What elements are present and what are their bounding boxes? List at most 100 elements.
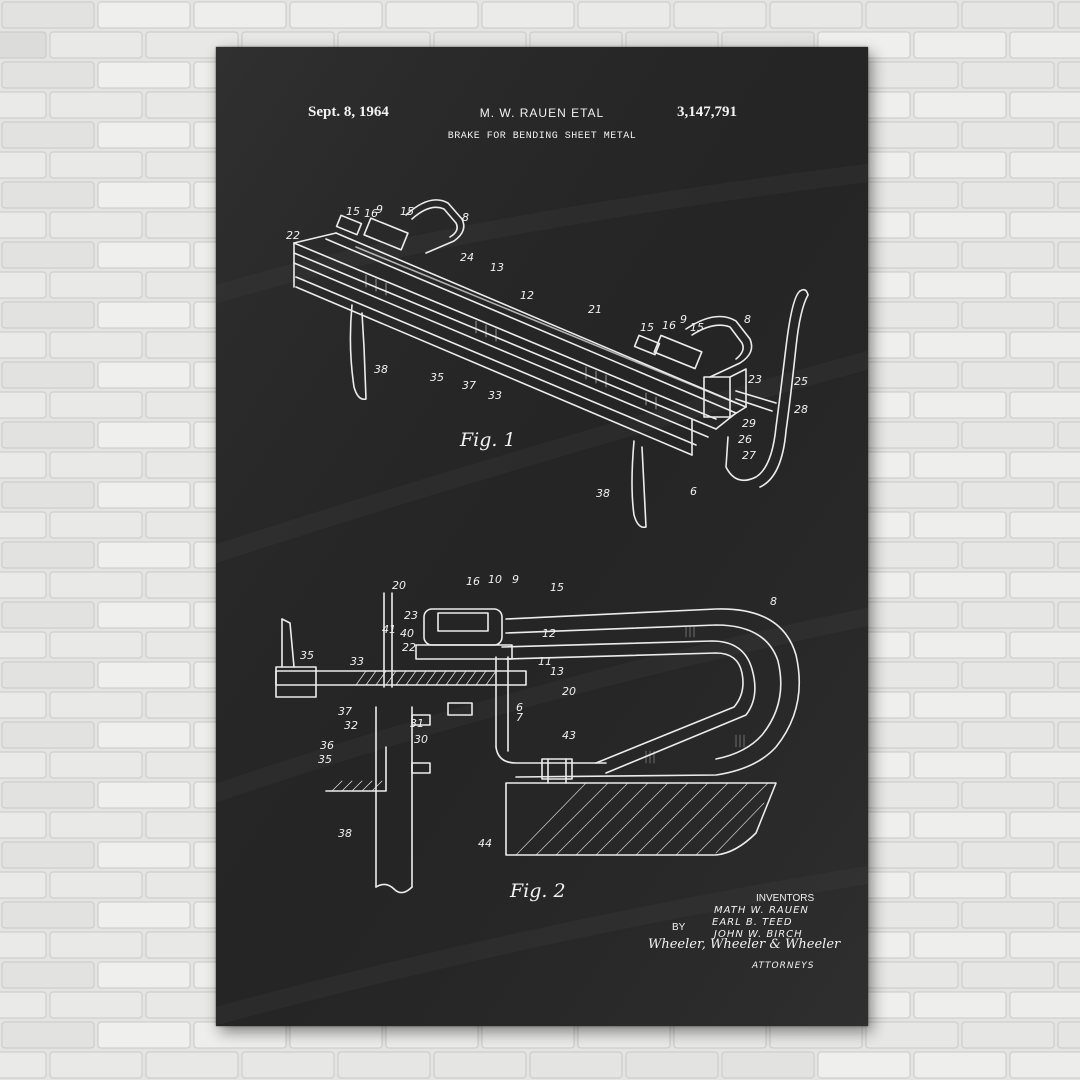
chalkboard-texture bbox=[216, 47, 868, 1026]
brick bbox=[97, 361, 191, 389]
brick bbox=[0, 151, 47, 179]
brick bbox=[961, 961, 1055, 989]
brick bbox=[961, 721, 1055, 749]
brick bbox=[97, 661, 191, 689]
brick bbox=[817, 1051, 911, 1079]
reference-numeral: 6 bbox=[516, 701, 523, 714]
brick bbox=[49, 331, 143, 359]
brick bbox=[1057, 541, 1080, 569]
brick bbox=[1009, 151, 1080, 179]
brick bbox=[865, 961, 959, 989]
brick bbox=[0, 91, 47, 119]
reference-numeral: 33 bbox=[488, 389, 502, 402]
reference-numeral: 38 bbox=[374, 363, 388, 376]
brick bbox=[865, 61, 959, 89]
brick bbox=[49, 1051, 143, 1079]
reference-numeral: 40 bbox=[400, 627, 414, 640]
brick bbox=[1057, 241, 1080, 269]
brick bbox=[0, 631, 47, 659]
brick bbox=[49, 991, 143, 1019]
reference-numeral: 10 bbox=[488, 573, 502, 586]
brick bbox=[1, 361, 95, 389]
brick bbox=[865, 481, 959, 509]
reference-numeral: 23 bbox=[748, 373, 762, 386]
brick bbox=[961, 481, 1055, 509]
brick bbox=[1, 961, 95, 989]
brick bbox=[913, 871, 1007, 899]
brick bbox=[1057, 361, 1080, 389]
brick bbox=[97, 721, 191, 749]
brick bbox=[865, 541, 959, 569]
brick bbox=[0, 991, 47, 1019]
patent-drawing: 1516915822241312211516915838353733232528… bbox=[275, 199, 809, 894]
brick bbox=[1, 781, 95, 809]
brick bbox=[1, 61, 95, 89]
brick bbox=[193, 1, 287, 29]
brick bbox=[49, 871, 143, 899]
brick bbox=[577, 1, 671, 29]
brick bbox=[1, 901, 95, 929]
brick bbox=[913, 631, 1007, 659]
brick bbox=[97, 541, 191, 569]
brick bbox=[961, 661, 1055, 689]
brick bbox=[913, 1051, 1007, 1079]
brick bbox=[97, 241, 191, 269]
brick bbox=[1, 121, 95, 149]
brick bbox=[1, 241, 95, 269]
reference-numeral: 13 bbox=[490, 261, 504, 274]
brick bbox=[97, 61, 191, 89]
brick bbox=[1057, 901, 1080, 929]
brick bbox=[1057, 1, 1080, 29]
reference-numeral: 33 bbox=[350, 655, 364, 668]
reference-numeral: 32 bbox=[344, 719, 358, 732]
brick bbox=[1057, 961, 1080, 989]
brick bbox=[865, 1021, 959, 1049]
reference-numeral: 44 bbox=[478, 837, 492, 850]
brick bbox=[49, 631, 143, 659]
brick bbox=[961, 1, 1055, 29]
reference-numeral: 20 bbox=[392, 579, 406, 592]
brick bbox=[1, 301, 95, 329]
brick bbox=[913, 211, 1007, 239]
brick bbox=[1009, 571, 1080, 599]
reference-numeral: 35 bbox=[300, 649, 314, 662]
patent-date: Sept. 8, 1964 bbox=[308, 104, 389, 120]
brick bbox=[1, 181, 95, 209]
brick bbox=[913, 151, 1007, 179]
brick bbox=[145, 1051, 239, 1079]
brick bbox=[1, 421, 95, 449]
brick bbox=[913, 91, 1007, 119]
brick bbox=[0, 1051, 47, 1079]
brick bbox=[961, 361, 1055, 389]
brick bbox=[97, 121, 191, 149]
brick bbox=[49, 691, 143, 719]
brick bbox=[49, 151, 143, 179]
reference-numeral: 6 bbox=[690, 485, 697, 498]
brick bbox=[865, 301, 959, 329]
reference-numeral: 8 bbox=[462, 211, 469, 224]
attorney-signature: Wheeler, Wheeler & Wheeler bbox=[648, 937, 841, 952]
brick bbox=[97, 481, 191, 509]
patent-title: BRAKE FOR BENDING SHEET METAL bbox=[447, 131, 637, 142]
brick bbox=[241, 1051, 335, 1079]
brick bbox=[961, 61, 1055, 89]
brick bbox=[1, 721, 95, 749]
brick bbox=[913, 931, 1007, 959]
brick bbox=[1009, 691, 1080, 719]
brick bbox=[913, 271, 1007, 299]
brick bbox=[865, 661, 959, 689]
reference-numeral: 36 bbox=[320, 739, 334, 752]
brick bbox=[1009, 211, 1080, 239]
figure-1-label: Fig. 1 bbox=[460, 429, 516, 451]
reference-numeral: 43 bbox=[562, 729, 576, 742]
reference-numeral: 15 bbox=[690, 321, 704, 334]
brick bbox=[913, 751, 1007, 779]
brick bbox=[1009, 511, 1080, 539]
attorneys-label: ATTORNEYS bbox=[752, 961, 815, 971]
reference-numeral: 26 bbox=[738, 433, 752, 446]
brick bbox=[913, 31, 1007, 59]
brick bbox=[1, 601, 95, 629]
brick bbox=[0, 211, 47, 239]
brick bbox=[0, 691, 47, 719]
reference-numeral: 9 bbox=[376, 203, 383, 216]
